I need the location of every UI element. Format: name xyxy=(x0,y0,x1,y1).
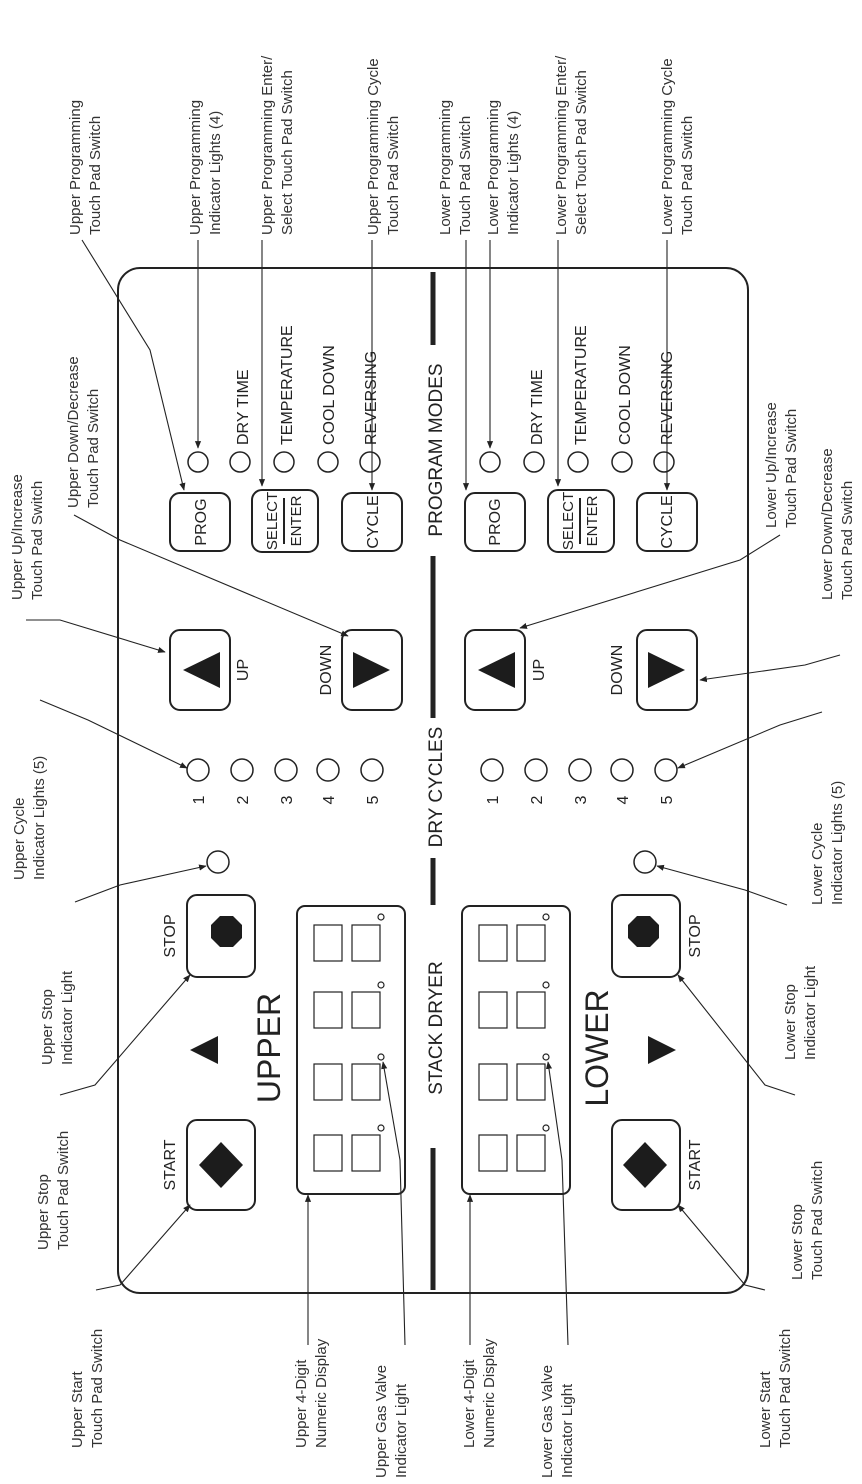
lower-down-button[interactable]: DOWN xyxy=(609,629,698,711)
lower-cycle-button[interactable]: CYCLE xyxy=(636,492,698,552)
start-diamond-icon xyxy=(199,1142,243,1188)
svg-text:STOP: STOP xyxy=(162,914,179,957)
upper-select-enter-button[interactable]: SELECT ENTER xyxy=(251,489,319,553)
start-diamond-icon xyxy=(623,1142,667,1188)
lower-section-label: LOWER xyxy=(579,989,615,1106)
lower-cycle-numbers: 1 2 3 4 5 xyxy=(485,795,676,804)
svg-text:5: 5 xyxy=(659,795,676,804)
callout-lines xyxy=(26,239,841,1346)
callout-upper-enter-switch: Upper Programming Enter/Select Touch Pad… xyxy=(259,55,296,235)
svg-text:START: START xyxy=(687,1139,704,1190)
svg-text:ENTER: ENTER xyxy=(584,495,601,546)
upper-start-button[interactable]: START xyxy=(162,1119,256,1211)
lower-prog-button[interactable]: PROG xyxy=(464,492,526,552)
svg-text:DOWN: DOWN xyxy=(609,645,626,696)
dry-cycles-label: DRY CYCLES xyxy=(426,727,447,848)
upper-down-button[interactable]: DOWN xyxy=(318,629,403,711)
upper-cycle-numbers: 1 2 3 4 5 xyxy=(191,795,382,804)
svg-text:UP: UP xyxy=(531,659,548,681)
svg-text:4: 4 xyxy=(615,795,632,804)
lower-program-lights xyxy=(479,451,675,473)
svg-text:STOP: STOP xyxy=(687,914,704,957)
upper-mode-temperature: TEMPERATURE xyxy=(279,325,296,445)
control-panel xyxy=(117,267,749,1294)
upper-stop-indicator-light xyxy=(206,850,230,874)
stop-octagon-icon xyxy=(211,916,242,947)
svg-text:UP: UP xyxy=(235,659,252,681)
stop-octagon-icon xyxy=(628,916,659,947)
upper-cycle-button[interactable]: CYCLE xyxy=(341,492,403,552)
upper-pointer-icon xyxy=(190,1036,218,1064)
down-arrow-icon xyxy=(648,652,685,688)
lower-stop-button[interactable]: STOP xyxy=(611,894,704,978)
svg-text:2: 2 xyxy=(235,795,252,804)
upper-mode-dry-time: DRY TIME xyxy=(235,369,252,445)
lower-stop-indicator-light xyxy=(633,850,657,874)
upper-up-button[interactable]: UP xyxy=(169,629,252,711)
svg-text:ENTER: ENTER xyxy=(288,495,305,546)
upper-cycle-lights xyxy=(186,758,384,782)
callout-lower-enter-switch: Lower Programming Enter/Select Touch Pad… xyxy=(553,55,590,235)
svg-text:1: 1 xyxy=(191,795,208,804)
svg-text:PROG: PROG xyxy=(487,498,504,545)
lower-up-button[interactable]: UP xyxy=(464,629,548,711)
svg-text:3: 3 xyxy=(279,795,296,804)
svg-text:SELECT: SELECT xyxy=(560,492,577,550)
lower-pointer-icon xyxy=(648,1036,676,1064)
lower-start-button[interactable]: START xyxy=(611,1119,704,1211)
lower-numeric-display xyxy=(461,905,571,1195)
program-modes-label: PROGRAM MODES xyxy=(426,363,447,536)
svg-text:START: START xyxy=(162,1139,179,1190)
svg-text:1: 1 xyxy=(485,795,502,804)
upper-section-label: UPPER xyxy=(251,993,287,1103)
svg-text:CYCLE: CYCLE xyxy=(365,495,382,548)
svg-text:PROG: PROG xyxy=(193,498,210,545)
upper-numeric-display xyxy=(296,905,406,1195)
up-arrow-icon xyxy=(478,652,515,688)
svg-text:4: 4 xyxy=(321,795,338,804)
up-arrow-icon xyxy=(183,652,220,688)
svg-text:SELECT: SELECT xyxy=(264,492,281,550)
upper-mode-cool-down: COOL DOWN xyxy=(321,345,338,445)
svg-text:3: 3 xyxy=(573,795,590,804)
svg-text:CYCLE: CYCLE xyxy=(659,495,676,548)
upper-program-lights xyxy=(187,451,381,473)
lower-select-enter-button[interactable]: SELECT ENTER xyxy=(547,489,615,553)
lower-mode-temperature: TEMPERATURE xyxy=(573,325,590,445)
lower-mode-cool-down: COOL DOWN xyxy=(617,345,634,445)
svg-text:DOWN: DOWN xyxy=(318,645,335,696)
stack-dryer-label: STACK DRYER xyxy=(426,961,447,1094)
lower-cycle-lights xyxy=(480,758,678,782)
upper-prog-button[interactable]: PROG xyxy=(169,492,231,552)
upper-stop-button[interactable]: STOP xyxy=(162,894,256,978)
svg-text:2: 2 xyxy=(529,795,546,804)
down-arrow-icon xyxy=(353,652,390,688)
lower-mode-dry-time: DRY TIME xyxy=(529,369,546,445)
svg-text:5: 5 xyxy=(365,795,382,804)
